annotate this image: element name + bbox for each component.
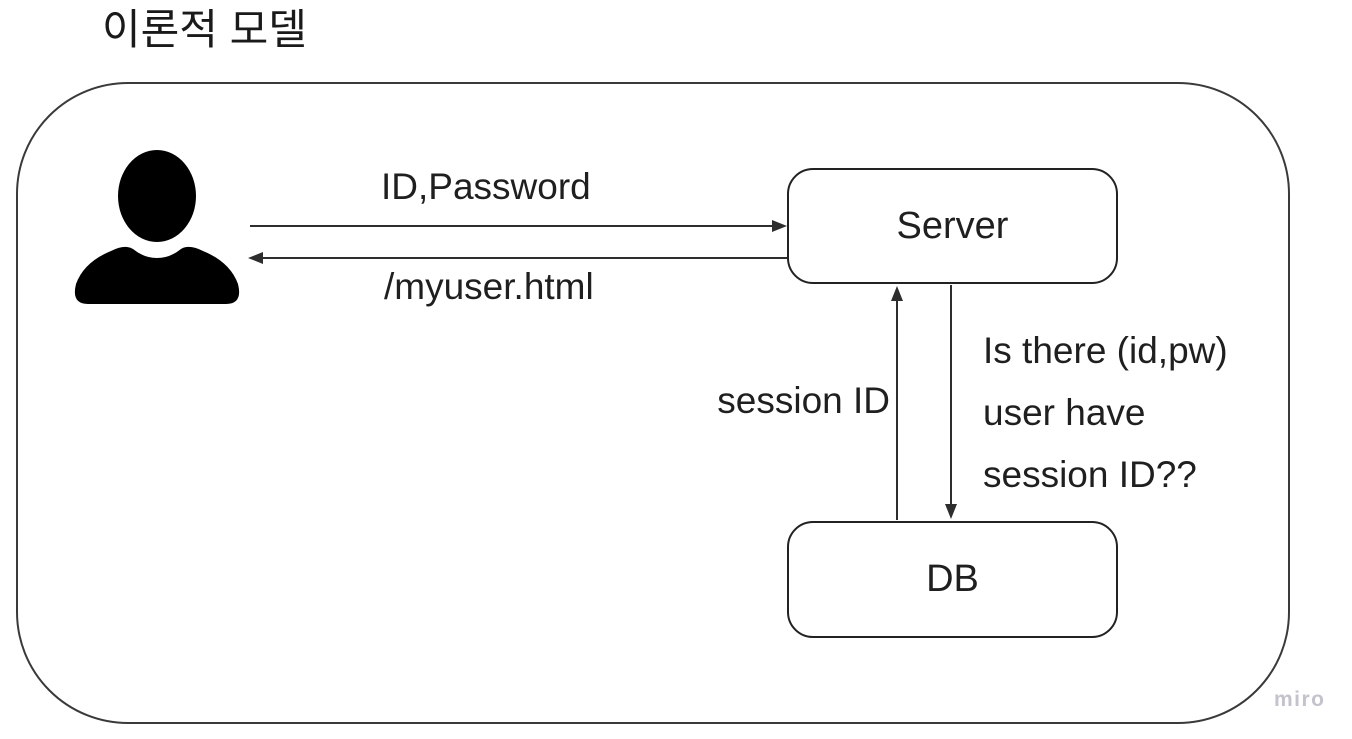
edge-label-session-check-line2: user have	[983, 392, 1146, 433]
edge-label-session-check-line1: Is there (id,pw)	[983, 330, 1228, 371]
server-node-label: Server	[896, 204, 1009, 247]
edge-label-session-check-line3: session ID??	[983, 454, 1197, 495]
arrow-session-check[interactable]	[945, 285, 957, 519]
person-icon[interactable]	[74, 150, 240, 304]
arrow-id-password[interactable]	[250, 220, 787, 232]
arrow-myuser[interactable]	[248, 252, 787, 264]
edge-label-myuser[interactable]: /myuser.html	[384, 266, 594, 307]
edge-label-session-id[interactable]: session ID	[717, 380, 890, 421]
db-node[interactable]: DB	[787, 521, 1118, 638]
arrow-session-id[interactable]	[891, 286, 903, 520]
db-node-label: DB	[926, 558, 979, 600]
board-title[interactable]: 이론적 모델	[102, 6, 307, 53]
miro-watermark: miro	[1274, 688, 1326, 711]
server-node[interactable]: Server	[787, 168, 1118, 284]
diagram-frame[interactable]	[16, 82, 1290, 724]
edge-label-session-check[interactable]: Is there (id,pw) user have session ID??	[983, 320, 1228, 506]
edge-label-id-password[interactable]: ID,Password	[381, 166, 591, 207]
